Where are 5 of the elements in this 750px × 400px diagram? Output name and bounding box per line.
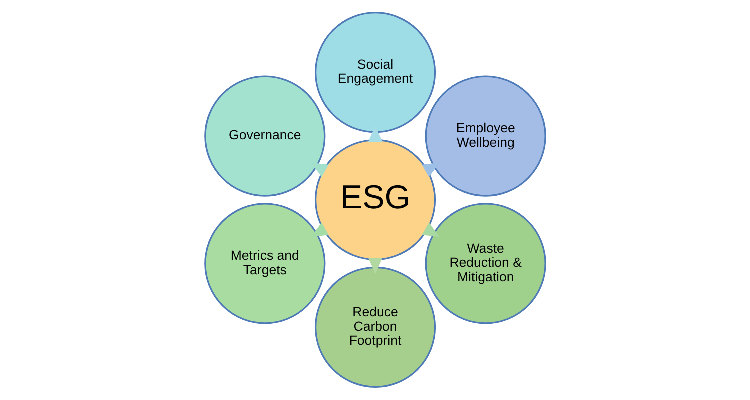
node-circle: Reduce Carbon Footprint (314, 266, 436, 388)
node-circle: Social Engagement (314, 12, 436, 134)
arrow (422, 222, 440, 238)
arrow (310, 222, 328, 238)
arrow (422, 162, 440, 178)
